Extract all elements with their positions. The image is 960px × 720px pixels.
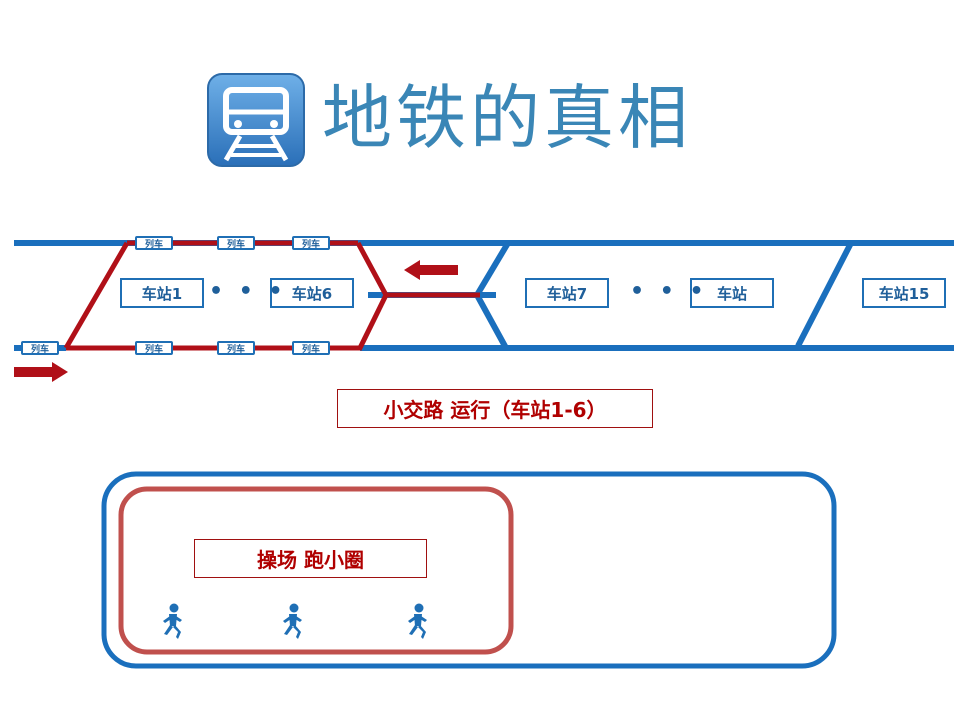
station-1: 车站1 [120, 278, 204, 308]
ellipsis-right: • • • [630, 279, 708, 304]
short-route-caption: 小交路 运行（车站1-6） [337, 389, 653, 428]
train-lower-3: 列车 [292, 341, 330, 355]
station-7: 车站7 [525, 278, 609, 308]
train-lower-1: 列车 [135, 341, 173, 355]
station-6: 车站6 [270, 278, 354, 308]
outer-loop-track [101, 471, 837, 669]
subway-train-icon [207, 73, 305, 167]
train-upper-1: 列车 [135, 236, 173, 250]
train-lower-entry: 列车 [21, 341, 59, 355]
arrow-right-icon [14, 362, 68, 382]
running-person-icon [408, 603, 427, 639]
ellipsis-left: • • • [209, 279, 287, 304]
inner-loop-track [118, 486, 514, 655]
playground-caption: 操场 跑小圈 [194, 539, 427, 578]
crossover-upper-left [474, 241, 511, 297]
station-unnumbered: 车站 [690, 278, 774, 308]
crossover-right [795, 241, 854, 348]
running-person-icon [283, 603, 302, 639]
arrow-left-icon [404, 260, 458, 280]
crossover-lower-left [474, 293, 509, 350]
train-upper-3: 列车 [292, 236, 330, 250]
train-upper-2: 列车 [217, 236, 255, 250]
train-lower-2: 列车 [217, 341, 255, 355]
station-15: 车站15 [862, 278, 946, 308]
running-person-icon [163, 603, 182, 639]
page-title: 地铁的真相 [322, 77, 692, 159]
